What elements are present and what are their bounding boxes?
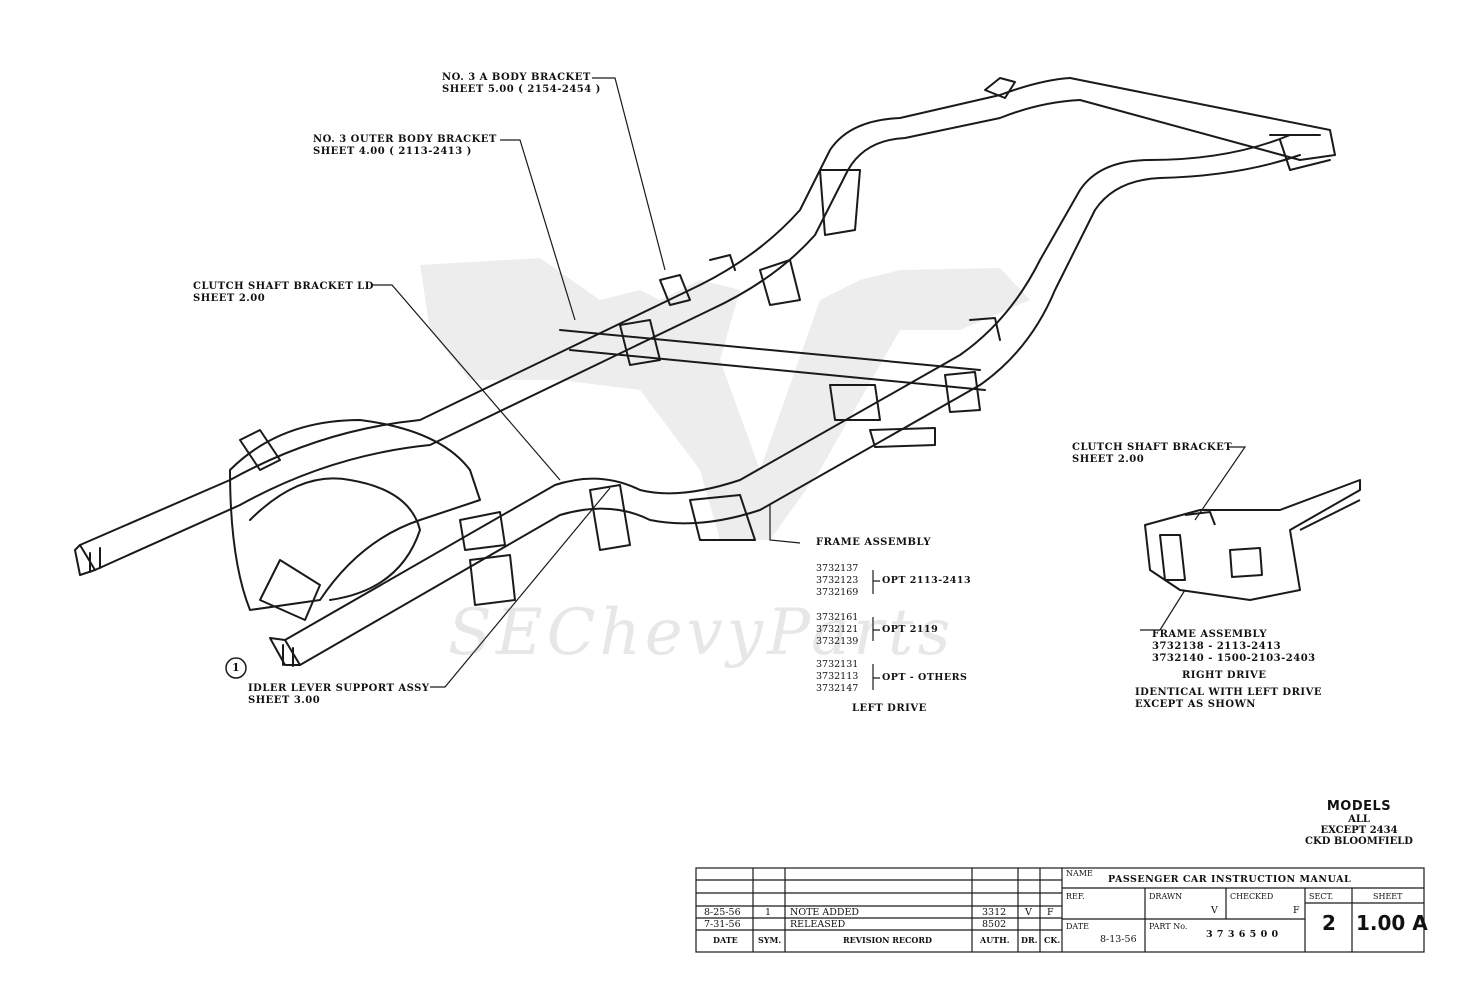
rev-row-1-dr: V bbox=[1025, 907, 1032, 918]
sheet-value: 1.00 A bbox=[1356, 911, 1428, 935]
watermark-text: SEChevyParts bbox=[448, 596, 955, 670]
models-line-1: ALL bbox=[1348, 814, 1370, 825]
left-rail-bottom bbox=[299, 154, 1301, 666]
rev-row-1-sym: 1 bbox=[765, 907, 772, 918]
drawn-value: V bbox=[1211, 905, 1218, 916]
left-drive-group-2-label: OPT 2119 bbox=[882, 624, 939, 635]
rev-row-1-date: 8-25-56 bbox=[704, 907, 741, 918]
leader-clutch-ld bbox=[372, 284, 561, 481]
col-date: DATE bbox=[713, 935, 738, 945]
left-drive-group-3: 3732131 3732113 3732147 bbox=[816, 659, 859, 694]
models-title: MODELS bbox=[1326, 799, 1392, 814]
rev-row-2-auth: 8502 bbox=[982, 919, 1007, 930]
bracket-group-2 bbox=[872, 617, 880, 641]
models-block: MODELS ALL EXCEPT 2434 CKD BLOOMFIELD bbox=[1300, 799, 1418, 847]
callout-clutch-ld: CLUTCH SHAFT BRACKET LD SHEET 2.00 bbox=[193, 281, 374, 304]
part-label: PART No. bbox=[1149, 922, 1188, 931]
leader-no3a bbox=[592, 77, 666, 271]
sheet-label: SHEET bbox=[1373, 892, 1403, 901]
col-sym: SYM. bbox=[758, 935, 782, 945]
leader-no3outer bbox=[500, 139, 576, 321]
models-line-2: EXCEPT 2434 bbox=[1320, 825, 1398, 836]
watermark-emblem bbox=[420, 258, 1030, 540]
ref-label: REF. bbox=[1066, 892, 1085, 901]
right-rail-bottom bbox=[94, 99, 1081, 571]
right-frame-label: FRAME ASSEMBLY 3732138 - 2113-2413 37321… bbox=[1152, 629, 1316, 664]
name-label: NAME bbox=[1066, 869, 1093, 878]
sect-value: 2 bbox=[1322, 911, 1336, 935]
leader-right-clutch bbox=[1194, 446, 1247, 521]
checked-value: F bbox=[1293, 905, 1300, 916]
left-drive-caption: LEFT DRIVE bbox=[852, 703, 927, 714]
left-rail-top bbox=[284, 134, 1291, 641]
date-label: DATE bbox=[1066, 922, 1089, 931]
col-ck: CK. bbox=[1044, 935, 1061, 945]
col-record: REVISION RECORD bbox=[843, 935, 932, 945]
col-auth: AUTH. bbox=[980, 935, 1010, 945]
leader-right-frame bbox=[1140, 589, 1186, 631]
name-value: PASSENGER CAR INSTRUCTION MANUAL bbox=[1108, 874, 1352, 885]
drawn-label: DRAWN bbox=[1149, 892, 1183, 901]
callout-idler: IDLER LEVER SUPPORT ASSY SHEET 3.00 bbox=[248, 683, 430, 706]
front-crossmember bbox=[229, 419, 481, 611]
col-dr: DR. bbox=[1021, 935, 1038, 945]
callout-no3-outer: NO. 3 OUTER BODY BRACKET SHEET 4.00 ( 21… bbox=[313, 134, 497, 157]
rev-row-1-ck: F bbox=[1047, 907, 1054, 918]
rear-crossmember bbox=[1069, 77, 1336, 161]
rev-row-2-record: RELEASED bbox=[790, 919, 846, 930]
checked-label: CHECKED bbox=[1230, 892, 1274, 901]
note-circle bbox=[225, 657, 247, 679]
rev-row-2-date: 7-31-56 bbox=[704, 919, 741, 930]
center-rail-a bbox=[559, 329, 981, 371]
part-value: 3 7 3 6 5 0 0 bbox=[1206, 929, 1279, 940]
bracket-group-1 bbox=[872, 570, 880, 594]
left-drive-group-3-label: OPT - OTHERS bbox=[882, 672, 968, 683]
callout-frame-assembly: FRAME ASSEMBLY bbox=[816, 537, 931, 548]
right-drive-caption: RIGHT DRIVE bbox=[1182, 670, 1267, 681]
right-clutch-label: CLUTCH SHAFT BRACKET SHEET 2.00 bbox=[1072, 442, 1233, 465]
right-rail-top bbox=[79, 77, 1071, 546]
rev-row-1-auth: 3312 bbox=[982, 907, 1007, 918]
rev-row-1-record: NOTE ADDED bbox=[790, 907, 860, 918]
left-drive-group-1-label: OPT 2113-2413 bbox=[882, 575, 972, 586]
leader-frame-assy bbox=[769, 505, 801, 544]
left-drive-group-2: 3732161 3732121 3732139 bbox=[816, 612, 859, 647]
callout-no3a: NO. 3 A BODY BRACKET SHEET 5.00 ( 2154-2… bbox=[442, 72, 601, 95]
bracket-group-3 bbox=[872, 664, 880, 690]
leader-idler bbox=[430, 487, 611, 688]
note-circle-number: 1 bbox=[232, 661, 241, 674]
right-drive-note: IDENTICAL WITH LEFT DRIVE EXCEPT AS SHOW… bbox=[1135, 687, 1322, 710]
title-block-grid bbox=[695, 867, 1425, 953]
right-drive-inset bbox=[1144, 479, 1361, 601]
left-drive-group-1: 3732137 3732123 3732169 bbox=[816, 563, 859, 598]
models-line-3: CKD BLOOMFIELD bbox=[1305, 836, 1413, 847]
date-value: 8-13-56 bbox=[1100, 934, 1137, 945]
sect-label: SECT. bbox=[1309, 892, 1334, 901]
